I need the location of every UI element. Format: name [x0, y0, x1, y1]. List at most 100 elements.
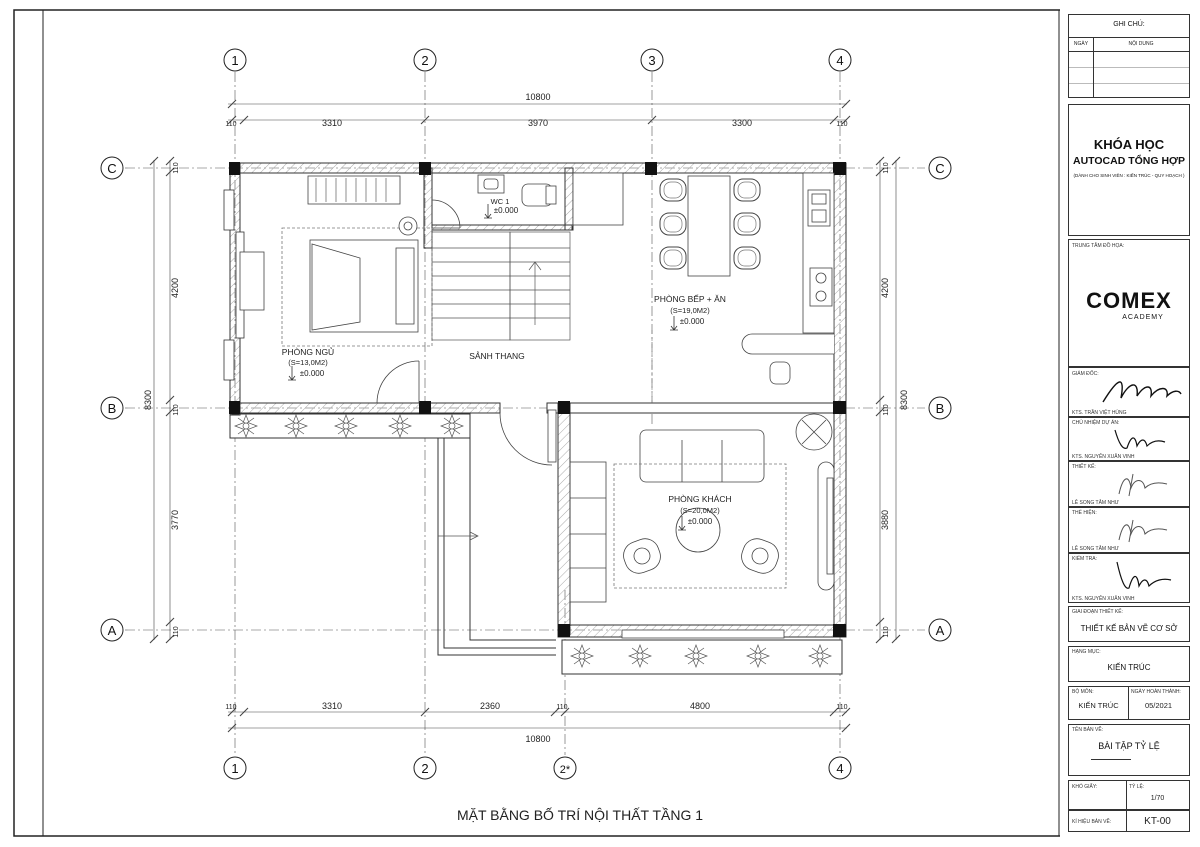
corridor-outline: [437, 438, 556, 656]
sheet-name-label: TÊN BẢN VẼ:: [1072, 727, 1104, 733]
axis-label-bottom-1: 1: [231, 761, 238, 776]
axis-bubble-left-b: [100, 396, 124, 420]
axis-label-right-c: C: [935, 161, 944, 176]
sheet-name-value: BÀI TẬP TỶ LỆ: [1098, 741, 1160, 751]
dim-left-5: 110: [173, 626, 180, 637]
axis-label-top-2: 2: [421, 53, 428, 68]
check-box: KIỂM TRA: KTS. NGUYỄN XUÂN VINH: [1068, 553, 1190, 603]
dim-right-2: 4200: [880, 278, 890, 298]
room-level-kitchen: ±0.000: [680, 317, 705, 326]
axis-bubble-top-3: [640, 48, 664, 72]
code-value: KT-00: [1144, 816, 1171, 827]
check-label: KIỂM TRA:: [1072, 556, 1097, 562]
paper-label: KHỔ GIẤY:: [1072, 784, 1098, 790]
dim-bottom-3: 2360: [480, 701, 500, 711]
axis-label-left-a: A: [108, 623, 117, 638]
room-name-stair-hall: SẢNH THANG: [469, 350, 525, 361]
dim-right-1: 110: [883, 162, 890, 173]
notes-col-content: NỘI DUNG: [1128, 41, 1154, 47]
axis-bubble-right-c: [928, 156, 952, 180]
wc-fixtures: [431, 174, 557, 229]
drawn-label: THỂ HIỆN:: [1072, 510, 1097, 516]
axis-label-left-b: B: [108, 401, 117, 416]
drawing-title: MẶT BẰNG BỐ TRÍ NỘI THẤT TẦNG 1: [457, 806, 703, 823]
staircase: [431, 231, 571, 341]
room-name-living: PHÒNG KHÁCH: [668, 494, 731, 504]
pm-label: CHỦ NHIỆM DỰ ÁN:: [1072, 420, 1120, 426]
axis-label-top-3: 3: [648, 53, 655, 68]
dim-top-total: 10800: [525, 92, 550, 102]
axis-label-right-b: B: [936, 401, 945, 416]
notes-title: GHI CHÚ:: [1113, 21, 1145, 28]
axis-label-top-4: 4: [836, 53, 843, 68]
room-area-living: (S=20,0M2): [680, 506, 720, 515]
sheet-name-box: TÊN BẢN VẼ: BÀI TẬP TỶ LỆ: [1068, 724, 1190, 776]
columns: [229, 162, 846, 637]
room-area-bedroom: (S=13,0M2): [288, 358, 328, 367]
logo-academy: ACADEMY: [1122, 314, 1164, 321]
dim-left-2: 4200: [170, 278, 180, 298]
room-name-kitchen: PHÒNG BẾP + ĂN: [654, 294, 726, 304]
axis-bubble-bottom-2: [413, 756, 437, 780]
dim-bottom-6: 110: [836, 704, 847, 711]
kitchen-furniture: [572, 172, 835, 385]
dim-right-total: 8300: [899, 390, 909, 410]
axis-label-bottom-2: 2: [421, 761, 428, 776]
dim-top-3: 3970: [528, 118, 548, 128]
director-signature: [1102, 381, 1182, 403]
title-block: GHI CHÚ: NGÀY NỘI DUNG KHÓA HỌC AUTOCAD …: [1068, 14, 1190, 832]
bedroom-furniture: [239, 175, 433, 347]
drawn-name: LÊ SONG TÂM NHƯ: [1072, 546, 1119, 552]
phase-label: GIAI ĐOẠN THIẾT KẾ:: [1072, 609, 1123, 615]
axis-label-bottom-2star: 2*: [560, 764, 571, 776]
drawn-signature: [1118, 519, 1168, 543]
axis-label-right-a: A: [936, 623, 945, 638]
scale-label: TỶ LỆ:: [1129, 784, 1145, 790]
design-signature: [1118, 473, 1168, 497]
walls: [229, 162, 847, 638]
dim-right-4: 3880: [880, 510, 890, 530]
dim-left-total: 8300: [143, 390, 153, 410]
room-area-kitchen: (S=19,0M2): [670, 306, 710, 315]
dim-left-4: 3770: [170, 510, 180, 530]
scale-value: 1/70: [1150, 795, 1165, 802]
pm-name: KTS. NGUYỄN XUÂN VINH: [1072, 454, 1135, 460]
dim-right-3: 110: [883, 404, 890, 415]
axis-label-top-1: 1: [231, 53, 238, 68]
design-box: THIẾT KẾ: LÊ SONG TÂM NHƯ: [1068, 461, 1190, 507]
room-name-wc: WC 1: [491, 197, 510, 206]
phase-box: GIAI ĐOẠN THIẾT KẾ: THIẾT KẾ BẢN VẼ CƠ S…: [1068, 606, 1190, 642]
item-box: HẠNG MỤC: KIẾN TRÚC: [1068, 646, 1190, 682]
check-name: KTS. NGUYỄN XUÂN VINH: [1072, 596, 1135, 602]
design-label: THIẾT KẾ:: [1072, 464, 1096, 470]
logo-comex: COMEX: [1086, 288, 1172, 313]
planter-bottom: [561, 639, 843, 675]
phase-value: THIẾT KẾ BẢN VẼ CƠ SỞ: [1080, 624, 1178, 633]
room-level-wc: ±0.000: [494, 206, 519, 215]
code-box: KÍ HIỆU BẢN VẼ: KT-00: [1068, 810, 1190, 832]
living-furniture: [499, 409, 835, 639]
axis-bubble-left-a: [100, 618, 124, 642]
corridor-arrow: [438, 531, 479, 541]
date-value: 05/2021: [1144, 701, 1173, 710]
pm-box: CHỦ NHIỆM DỰ ÁN: KTS. NGUYỄN XUÂN VINH: [1068, 417, 1190, 461]
level-markers: [288, 204, 686, 531]
course-subtitle: (DÀNH CHO SINH VIÊN : KIẾN TRÚC - QUY HO…: [1073, 173, 1185, 178]
date-label: NGÀY HOÀN THÀNH:: [1131, 689, 1181, 695]
item-label: HẠNG MỤC:: [1072, 649, 1101, 655]
design-name: LÊ SONG TÂM NHƯ: [1072, 500, 1119, 506]
dim-bottom-1: 110: [225, 704, 236, 711]
director-box: GIÁM ĐỐC: KTS. TRẦN VIỆT HÙNG: [1068, 367, 1190, 417]
axis-bubble-right-a: [928, 618, 952, 642]
check-signature: [1116, 561, 1172, 589]
axis-bubble-left-c: [100, 156, 124, 180]
axis-bubble-top-4: [828, 48, 852, 72]
paper-scale-box: KHỔ GIẤY: TỶ LỆ: 1/70: [1068, 780, 1190, 810]
dept-date-box: BỘ MÔN: KIẾN TRÚC NGÀY HOÀN THÀNH: 05/20…: [1068, 686, 1190, 720]
dim-bottom-4: 110: [556, 704, 567, 711]
course-box: KHÓA HỌC AUTOCAD TỔNG HỢP (DÀNH CHO SINH…: [1068, 104, 1190, 236]
dim-bottom-total: 10800: [525, 734, 550, 744]
axis-bubble-top-1: [223, 48, 247, 72]
dim-top-1: 110: [225, 121, 236, 128]
axis-bubble-bottom-2star: [553, 756, 577, 780]
